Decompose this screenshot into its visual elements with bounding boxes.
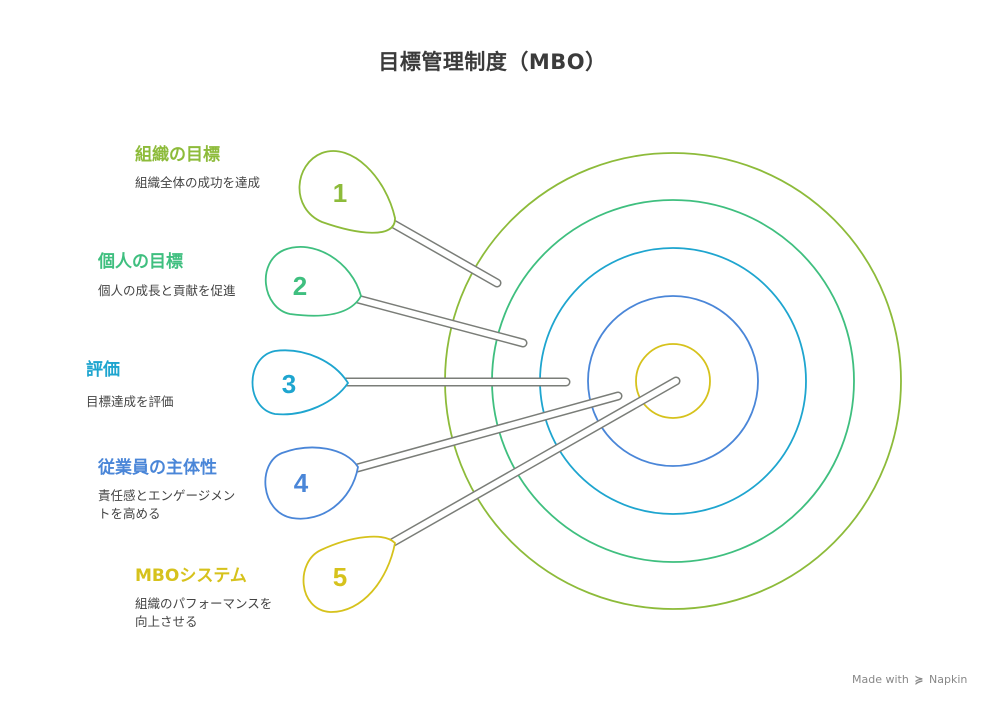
dart-number-2: 2: [293, 271, 307, 301]
page-title: 目標管理制度（MBO）: [378, 50, 607, 74]
footer-brand: Napkin: [929, 673, 968, 686]
dart-number-4: 4: [294, 468, 309, 498]
dart-shaft-5: [378, 376, 681, 553]
item-desc-2: 個人の成長と貢献を促進: [98, 283, 236, 298]
dart-number-5: 5: [333, 562, 347, 592]
dart-head-4: [264, 446, 359, 520]
item-title-5: MBOシステム: [135, 566, 247, 586]
dart-head-2: [264, 245, 362, 317]
footer-made-with: Made with: [852, 673, 909, 686]
item-desc-5: 組織のパフォーマンスを向上させる: [135, 596, 273, 629]
dart-head-3: [251, 349, 350, 416]
item-title-4: 従業員の主体性: [98, 458, 217, 478]
napkin-logo-icon: ≽: [914, 673, 924, 686]
dart-number-1: 1: [333, 178, 347, 208]
dart-head-1: [298, 150, 396, 234]
target-ring-4: [587, 295, 759, 467]
item-title-3: 評価: [86, 360, 120, 380]
dart-number-3: 3: [282, 369, 296, 399]
target-ring-5: [635, 343, 711, 419]
item-desc-3: 目標達成を評価: [86, 394, 174, 409]
dart-head-5: [302, 535, 396, 613]
item-title-2: 個人の目標: [98, 252, 183, 272]
dart-shaft-1: [378, 213, 502, 288]
footer-credit: Made with ≽ Napkin: [852, 673, 967, 686]
item-desc-4: 責任感とエンゲージメントを高める: [98, 488, 236, 521]
item-title-1: 組織の目標: [135, 145, 220, 165]
item-desc-1: 組織全体の成功を達成: [135, 175, 261, 190]
dart-shaft-2: [345, 292, 528, 348]
dart-shaft-4: [345, 391, 623, 475]
